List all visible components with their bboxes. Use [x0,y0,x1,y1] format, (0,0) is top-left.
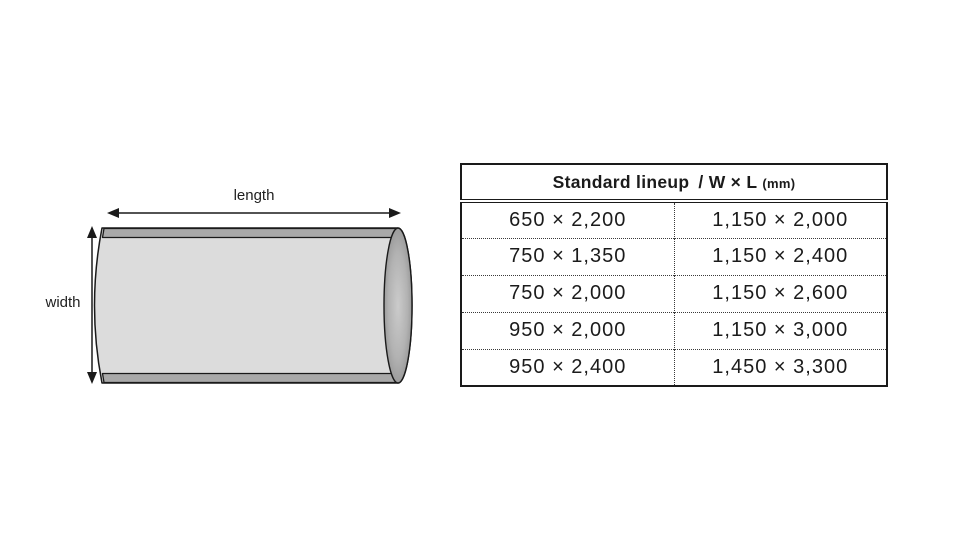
size-cell: 950 × 2,400 [461,348,674,386]
table-title: Standard lineup [552,171,690,192]
roll-illustration [87,208,413,384]
roll-diagram: length width [40,185,430,397]
table-row: 950 × 2,000 1,150 × 3,000 [461,311,887,349]
size-cell: 650 × 2,200 [509,208,627,231]
table-row: 750 × 2,000 1,150 × 2,600 [461,274,887,312]
table-header-dims: / W × L [698,171,758,192]
table-header-row: Standard lineup / W × L(mm) [461,164,887,203]
size-cell: 950 × 2,000 [461,311,674,349]
table-row: 950 × 2,400 1,450 × 3,300 [461,348,887,386]
length-label: length [233,187,275,204]
size-cell: 750 × 2,000 [461,274,674,312]
size-cell: 1,150 × 2,000 [673,201,887,238]
table-header-unit: (mm) [762,175,796,191]
cylinder-bottom-strip [101,372,398,384]
table-row: 750 × 1,350 1,150 × 2,400 [461,237,887,275]
table-row: 650 × 2,200 1,150 × 2,000 [461,201,887,238]
size-cell: 750 × 1,350 [461,237,674,275]
size-cell: 1,150 × 2,600 [673,274,887,312]
size-cell: 1,150 × 2,400 [673,237,887,275]
cylinder-top-strip [101,227,398,239]
size-cell: 1,450 × 3,300 [673,348,887,386]
size-cell: 1,150 × 3,000 [673,311,887,349]
width-arrow [87,226,97,384]
table-header-cell: Standard lineup / W × L(mm) [461,164,887,203]
cylinder-end-cap [383,227,413,384]
width-label: width [45,294,81,311]
length-arrow [107,208,401,218]
cylinder-body [93,227,413,384]
lineup-table: Standard lineup / W × L(mm) 650 × 2,200 1… [460,163,888,387]
